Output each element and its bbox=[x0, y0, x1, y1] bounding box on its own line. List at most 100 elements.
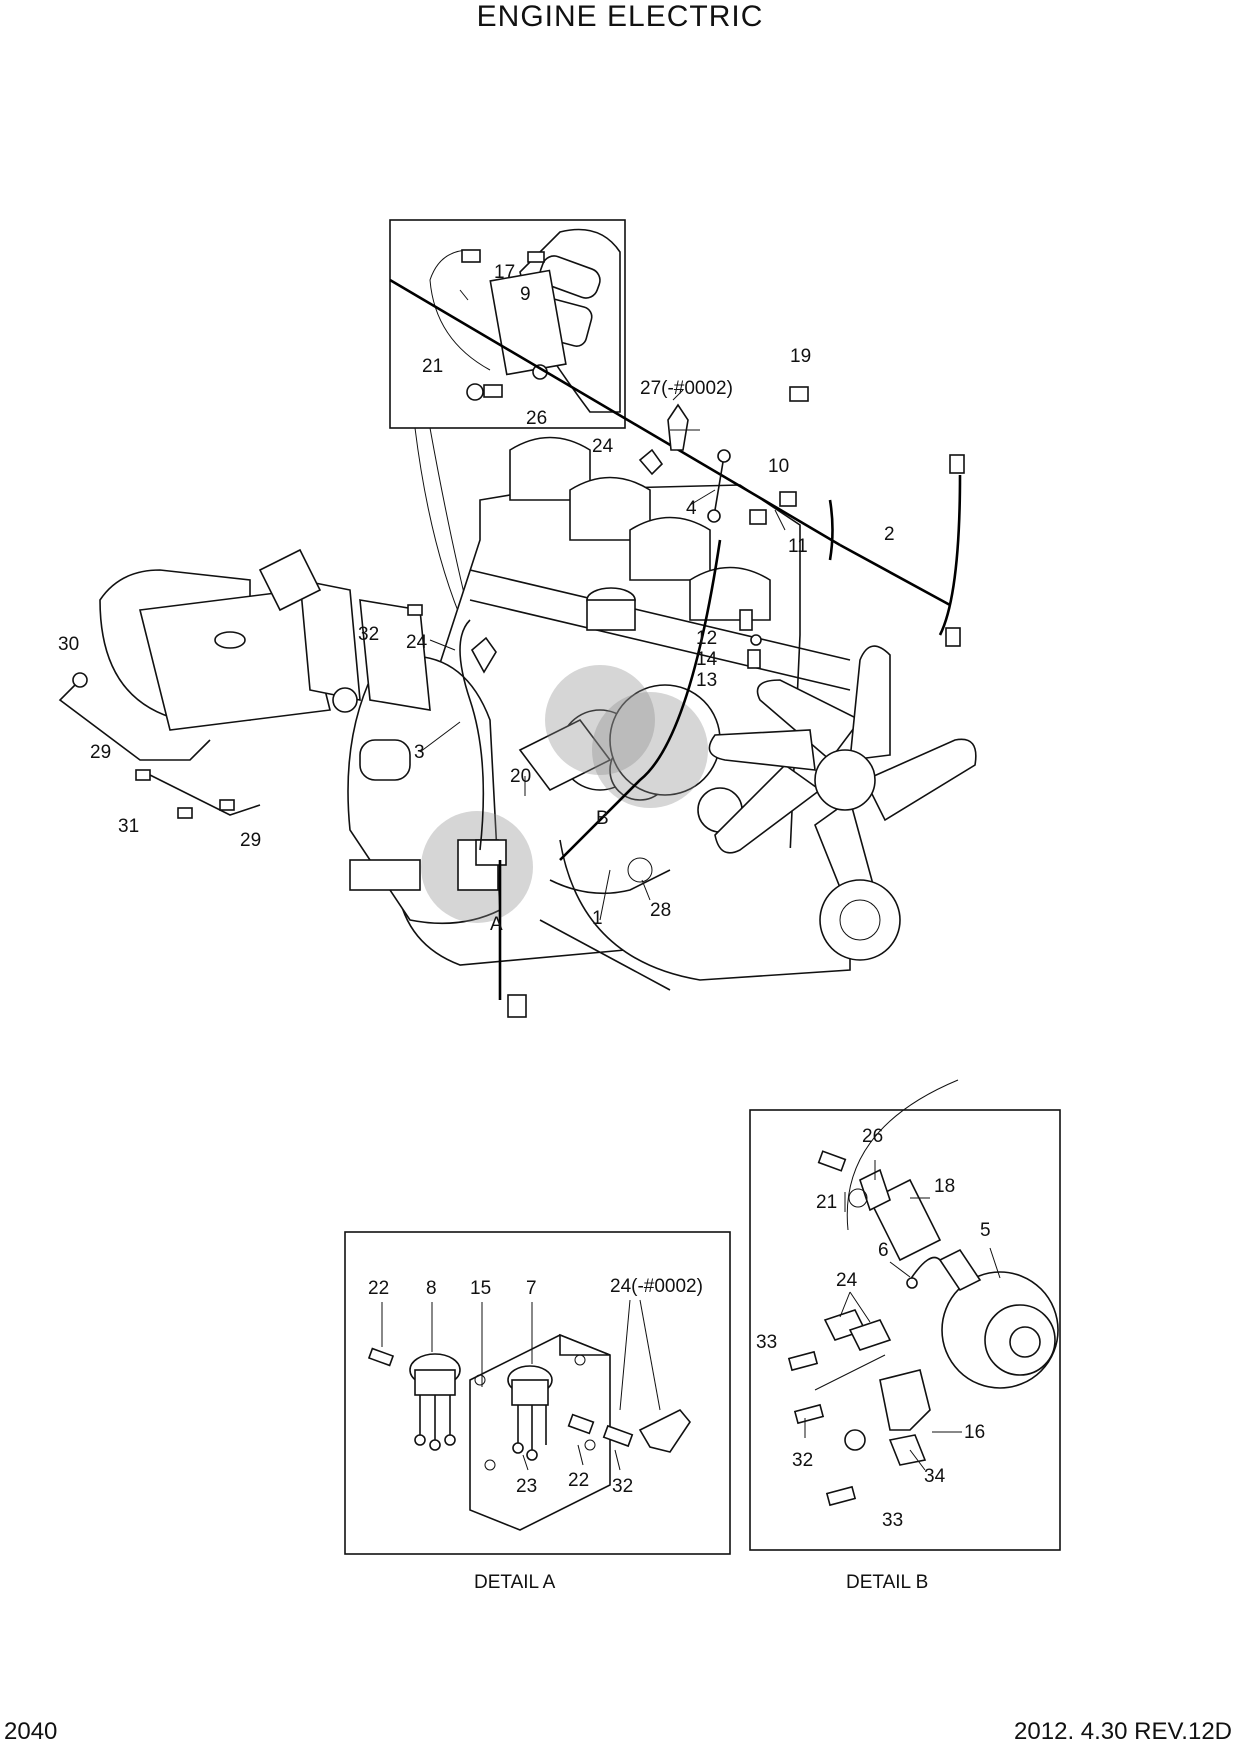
callout-labels: 17 9 21 26 27(-#0002) 19 24 10 4 11 2 32… bbox=[58, 262, 991, 1531]
callout-21-top: 21 bbox=[422, 356, 443, 377]
callout-a-marker: A bbox=[490, 914, 503, 935]
callout-13: 13 bbox=[696, 670, 717, 691]
harness-connector-top bbox=[949, 454, 965, 474]
callout-10: 10 bbox=[768, 456, 789, 477]
callout-a-22-left: 22 bbox=[368, 1278, 389, 1299]
callout-20: 20 bbox=[510, 766, 531, 787]
callout-a-32: 32 bbox=[612, 1476, 633, 1497]
bolt-33-bottom bbox=[825, 1485, 857, 1507]
callout-19: 19 bbox=[790, 346, 811, 367]
callout-a-15: 15 bbox=[470, 1278, 491, 1299]
highlight-b-left bbox=[545, 665, 655, 775]
callout-24-top: 24 bbox=[592, 436, 614, 457]
callout-b-18: 18 bbox=[934, 1176, 955, 1197]
sender-10 bbox=[779, 491, 797, 507]
clip-24-b2 bbox=[848, 1319, 892, 1351]
bolt-32-main bbox=[407, 604, 423, 616]
crank-pulley bbox=[819, 879, 901, 961]
callout-29-a: 29 bbox=[90, 742, 111, 763]
detail-b-frame bbox=[749, 1109, 1061, 1551]
callout-a-24: 24(-#0002) bbox=[610, 1276, 703, 1297]
callout-b-6: 6 bbox=[878, 1240, 889, 1261]
callout-24-main: 24 bbox=[406, 632, 428, 653]
callout-a-22-right: 22 bbox=[568, 1470, 589, 1491]
callout-a-8: 8 bbox=[426, 1278, 437, 1299]
callout-32-main: 32 bbox=[358, 624, 379, 645]
bolt-19 bbox=[789, 386, 809, 402]
callout-b-21: 21 bbox=[816, 1192, 837, 1213]
harness-wire-2-upper bbox=[389, 278, 841, 547]
valve-cover-3 bbox=[629, 516, 711, 581]
callout-b-5: 5 bbox=[980, 1220, 991, 1241]
callout-31: 31 bbox=[118, 816, 139, 837]
fitting-29b bbox=[219, 799, 235, 811]
sensor-13 bbox=[747, 649, 761, 669]
bolt-32-a bbox=[602, 1424, 634, 1448]
callout-b-33-top: 33 bbox=[756, 1332, 777, 1353]
callout-3: 3 bbox=[414, 742, 425, 763]
callout-a-7: 7 bbox=[526, 1278, 537, 1299]
callout-a-23: 23 bbox=[516, 1476, 537, 1497]
bolt-22-left bbox=[367, 1347, 395, 1367]
bracket-27 bbox=[667, 403, 689, 451]
valve-cover-4 bbox=[689, 566, 771, 621]
callout-b-33-bottom: 33 bbox=[882, 1510, 903, 1531]
callout-b-26: 26 bbox=[862, 1126, 883, 1147]
caption-detail-b: DETAIL B bbox=[846, 1572, 928, 1593]
harness-wire-right bbox=[938, 474, 962, 636]
fitting-31 bbox=[177, 807, 193, 819]
callout-b-24: 24 bbox=[836, 1270, 858, 1291]
callout-b-34: 34 bbox=[924, 1466, 946, 1487]
clamp-34 bbox=[888, 1434, 927, 1466]
grommet-28 bbox=[627, 857, 653, 883]
detail-b bbox=[749, 1079, 1061, 1551]
top-inset bbox=[389, 219, 626, 629]
clip-24-top bbox=[638, 448, 664, 476]
valve-cover-1 bbox=[509, 436, 591, 501]
callout-4: 4 bbox=[686, 498, 697, 519]
fitting-29a bbox=[135, 769, 151, 781]
callout-b-16: 16 bbox=[964, 1422, 985, 1443]
page-number: 2040 bbox=[4, 1718, 58, 1745]
pressure-sensor-30 bbox=[72, 672, 88, 688]
callout-b-marker: B bbox=[596, 808, 609, 829]
callout-2: 2 bbox=[884, 524, 895, 545]
page-title: ENGINE ELECTRIC bbox=[476, 0, 764, 33]
ground-strap-4 bbox=[713, 455, 725, 517]
engine-assembly bbox=[58, 278, 977, 1018]
detail-a bbox=[344, 1231, 731, 1555]
callout-29-b: 29 bbox=[240, 830, 261, 851]
clip-24-main bbox=[470, 636, 497, 674]
bracket-16 bbox=[879, 1369, 931, 1431]
callout-17: 17 bbox=[494, 262, 515, 283]
callout-11: 11 bbox=[788, 536, 808, 557]
detail-a-frame bbox=[344, 1231, 731, 1555]
revision-label: 2012. 4.30 REV.12D bbox=[1014, 1718, 1232, 1745]
callout-b-32: 32 bbox=[792, 1450, 813, 1471]
callout-1: 1 bbox=[592, 908, 603, 929]
harness-connector-bottom bbox=[507, 994, 527, 1018]
callout-27: 27(-#0002) bbox=[640, 378, 733, 399]
bolt-22-right bbox=[567, 1413, 595, 1435]
bolt-21 bbox=[466, 383, 484, 401]
top-inset-frame bbox=[389, 219, 626, 429]
highlight-b-right bbox=[592, 692, 708, 808]
leader-lines bbox=[419, 289, 786, 921]
harness-connector-right bbox=[945, 627, 961, 647]
callout-14: 14 bbox=[696, 649, 718, 670]
wire-6 bbox=[909, 1256, 941, 1281]
bolt-32-b bbox=[793, 1403, 825, 1425]
oil-pan bbox=[559, 839, 851, 981]
sensor-wire-9 bbox=[429, 249, 491, 371]
callout-26-top: 26 bbox=[526, 408, 547, 429]
caption-detail-a: DETAIL A bbox=[474, 1572, 556, 1593]
clip-24-a bbox=[638, 1409, 691, 1453]
callout-30: 30 bbox=[58, 634, 79, 655]
hydraulic-pump bbox=[99, 548, 431, 731]
adapter-11 bbox=[749, 509, 767, 525]
harness-wire-1 bbox=[559, 539, 722, 861]
washer-14 bbox=[750, 634, 762, 646]
bolt-21-b bbox=[817, 1150, 847, 1172]
sensor-12 bbox=[739, 609, 753, 631]
